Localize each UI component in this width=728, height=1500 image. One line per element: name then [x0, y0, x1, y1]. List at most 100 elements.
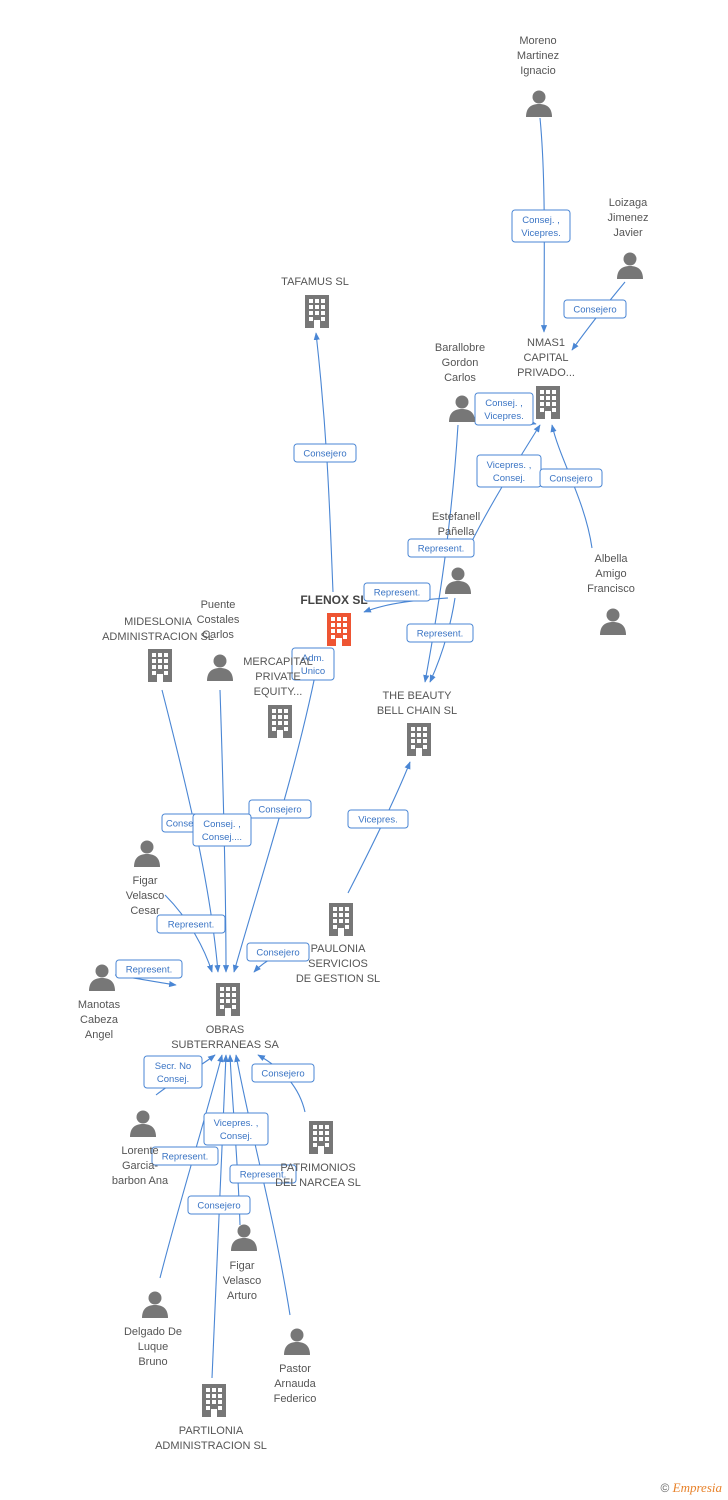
company-node[interactable]: PATRIMONIOS DEL NARCEA SL	[275, 1121, 361, 1189]
edge-label[interactable]: Represent.	[407, 538, 475, 558]
person-node[interactable]: Estefanell Pañella	[432, 511, 480, 594]
edge-label[interactable]: Vicepres. , Consej.	[476, 454, 542, 488]
building-icon	[268, 705, 292, 738]
node-label: SUBTERRANEAS SA	[171, 1039, 279, 1051]
edge-label[interactable]: Vicepres.	[347, 809, 409, 829]
person-icon	[130, 1110, 156, 1137]
edge-label[interactable]: Consej. , Vicepres.	[474, 392, 534, 426]
node-label: Costales	[197, 614, 240, 626]
edge-label[interactable]: Consejero	[187, 1195, 251, 1215]
node-label: Cabeza	[80, 1014, 119, 1026]
building-icon	[327, 613, 351, 646]
person-node[interactable]: Pastor Arnauda Federico	[274, 1328, 317, 1406]
edge-label[interactable]: Consejero	[539, 468, 603, 488]
edge-label[interactable]: Consejero	[251, 1063, 315, 1083]
edge-line	[363, 597, 449, 613]
node-label: Carlos	[202, 629, 234, 641]
building-icon	[202, 1384, 226, 1417]
node-label: TAFAMUS SL	[281, 276, 349, 288]
edge-label[interactable]: Consejero	[246, 942, 310, 962]
person-node[interactable]: Figar Velasco Cesar	[126, 840, 165, 918]
edge-label-text: Vicepres. ,	[214, 1118, 259, 1129]
company-node[interactable]: TAFAMUS SL	[281, 276, 349, 328]
person-node[interactable]: Barallobre Gordon Carlos	[435, 342, 485, 422]
edge-label[interactable]: Represent.	[156, 914, 226, 934]
company-node[interactable]: PARTILONIA ADMINISTRACION SL	[155, 1384, 267, 1452]
edge-label[interactable]: Represent.	[363, 582, 431, 602]
node-label: PAULONIA	[311, 943, 366, 955]
edge-label[interactable]: Consejero	[248, 799, 312, 819]
edge-label-text: Consej....	[202, 832, 242, 843]
building-icon	[329, 903, 353, 936]
node-label: Velasco	[223, 1275, 262, 1287]
edge-label-text: Consej. ,	[203, 819, 241, 830]
company-node[interactable]: NMAS1 CAPITAL PRIVADO...	[517, 337, 575, 419]
edge-label[interactable]: Adm. Unico	[291, 647, 335, 681]
copyright-icon: ©	[660, 1481, 670, 1495]
person-node[interactable]: Albella Amigo Francisco	[587, 553, 635, 635]
edge-label[interactable]: Consej. , Vicepres.	[511, 209, 571, 243]
edge-label-text: Consej.	[157, 1074, 189, 1085]
building-icon	[216, 983, 240, 1016]
edge-label[interactable]: Consej. , Consej....	[192, 813, 252, 847]
edge-label[interactable]: Vicepres. , Consej.	[203, 1112, 269, 1146]
company-node-focus[interactable]: FLENOX SL	[300, 593, 368, 646]
node-label: PATRIMONIOS	[280, 1162, 355, 1174]
person-icon	[445, 567, 471, 594]
edge-labels: Consej. , Vicepres. Consejero Consejero …	[115, 209, 627, 1215]
edge-line	[164, 894, 213, 973]
edge-line	[423, 424, 459, 683]
node-label: Federico	[274, 1393, 317, 1405]
node-label: Bruno	[138, 1356, 167, 1368]
edge-label-text: Consejero	[573, 305, 616, 316]
company-node[interactable]: THE BEAUTY BELL CHAIN SL	[377, 690, 457, 756]
person-node[interactable]: Lorente Garcia- barbon Ana	[112, 1110, 169, 1188]
person-node[interactable]: Figar Velasco Arturo	[223, 1224, 262, 1303]
building-icon	[536, 386, 560, 419]
edge-label[interactable]: Represent.	[229, 1164, 297, 1184]
edge-label[interactable]: Consejero	[293, 443, 357, 463]
edge-label-text: Consejero	[258, 805, 301, 816]
building-icon	[407, 723, 431, 756]
person-node[interactable]: Moreno Martinez Ignacio	[517, 35, 559, 117]
edge-label[interactable]: Represent.	[115, 959, 183, 979]
edge-label-text: Consej.	[166, 819, 198, 830]
edge-label-text: Consejero	[256, 948, 299, 959]
edge-label[interactable]: Consejero	[563, 299, 627, 319]
node-label: Gordon	[442, 357, 479, 369]
building-icon	[305, 295, 329, 328]
edge-line	[313, 332, 334, 593]
edge-label-text: Adm.	[302, 653, 324, 664]
node-label: Barallobre	[435, 342, 485, 354]
node-label: BELL CHAIN SL	[377, 705, 457, 717]
edge-label-text: Consejero	[549, 474, 592, 485]
node-label: Loizaga	[609, 197, 648, 209]
person-node[interactable]: Puente Costales Carlos	[197, 599, 240, 681]
node-label: CAPITAL	[523, 352, 568, 364]
edge-label-text: Consej. ,	[485, 398, 523, 409]
company-node[interactable]: MIDESLONIA ADMINISTRACION SL	[102, 616, 214, 682]
node-label: Amigo	[595, 568, 626, 580]
company-node[interactable]: MERCAPITAL PRIVATE EQUITY...	[243, 656, 313, 738]
person-node[interactable]: Loizaga Jimenez Javier	[608, 197, 649, 279]
node-label: Arturo	[227, 1290, 257, 1302]
brand-logo-text[interactable]: Empresia	[672, 1480, 722, 1495]
node-label: THE BEAUTY	[382, 690, 452, 702]
person-node[interactable]: Manotas Cabeza Angel	[78, 964, 121, 1042]
edge-label-text: Represent.	[374, 588, 420, 599]
node-label: Arnauda	[274, 1378, 316, 1390]
edge-label-text: Vicepres.	[358, 815, 397, 826]
node-label: SERVICIOS	[308, 958, 368, 970]
edge-label[interactable]: Represent.	[406, 623, 474, 643]
person-icon	[284, 1328, 310, 1355]
company-node[interactable]: OBRAS SUBTERRANEAS SA	[171, 983, 279, 1051]
person-icon	[231, 1224, 257, 1251]
edge-line	[211, 1054, 229, 1379]
node-label: EQUITY...	[254, 686, 303, 698]
person-node[interactable]: Delgado De Luque Bruno	[124, 1291, 182, 1369]
edge-label[interactable]: Represent.	[151, 1146, 219, 1166]
node-label: Angel	[85, 1029, 113, 1041]
company-node[interactable]: PAULONIA SERVICIOS DE GESTION SL	[296, 903, 380, 985]
node-label: Figar	[229, 1260, 254, 1272]
edge-label[interactable]: Secr. No Consej.	[143, 1055, 203, 1089]
